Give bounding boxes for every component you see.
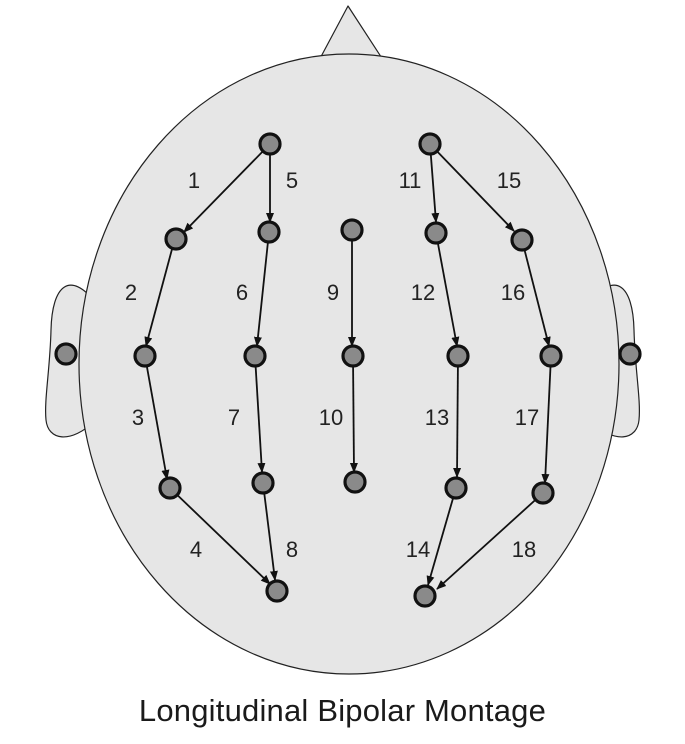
channel-arrow-6 <box>253 231 270 347</box>
channel-label-7: 7 <box>228 405 240 430</box>
electrode <box>258 132 282 156</box>
channel-label-9: 9 <box>327 280 339 305</box>
electrode <box>418 132 442 156</box>
diagram-title: Longitudinal Bipolar Montage <box>138 693 547 728</box>
electrode <box>539 344 563 368</box>
channel-arrow-7 <box>254 355 266 473</box>
channel-arrow-17 <box>541 355 552 484</box>
channel-label-17: 17 <box>515 405 539 430</box>
channel-label-1: 1 <box>188 168 200 193</box>
channel-arrow-15 <box>429 143 515 232</box>
channel-label-8: 8 <box>286 537 298 562</box>
electrode <box>531 481 555 505</box>
electrode <box>424 221 448 245</box>
electrode <box>446 344 470 368</box>
electrode <box>243 344 267 368</box>
electrode <box>340 218 364 242</box>
channel-arrows <box>144 143 552 590</box>
channel-label-18: 18 <box>512 537 536 562</box>
channel-label-3: 3 <box>132 405 144 430</box>
channel-label-15: 15 <box>497 168 521 193</box>
channel-label-6: 6 <box>236 280 248 305</box>
electrode <box>164 227 188 251</box>
channel-arrow-12 <box>435 232 460 347</box>
channel-arrow-13 <box>453 355 462 478</box>
channel-label-10: 10 <box>319 405 343 430</box>
channel-arrow-8 <box>262 482 278 581</box>
channel-arrow-11 <box>429 143 440 223</box>
channel-arrow-18 <box>436 492 544 590</box>
electrode <box>251 471 275 495</box>
channel-label-12: 12 <box>411 280 435 305</box>
channel-arrow-3 <box>144 355 170 480</box>
channel-labels: 1 2 3 4 5 6 7 8 9 10 11 12 13 14 15 16 1… <box>125 168 539 562</box>
channel-arrow-14 <box>426 487 457 586</box>
electrode <box>618 342 642 366</box>
electrodes <box>54 132 642 608</box>
electrode <box>133 344 157 368</box>
electrode <box>158 476 182 500</box>
channel-label-2: 2 <box>125 280 137 305</box>
electrode <box>413 584 437 608</box>
electrode <box>54 342 78 366</box>
electrode <box>257 220 281 244</box>
channel-arrow-1 <box>183 143 271 233</box>
channel-arrow-4 <box>169 487 271 585</box>
channel-label-14: 14 <box>406 537 430 562</box>
channel-label-11: 11 <box>399 168 422 193</box>
channel-label-5: 5 <box>286 168 298 193</box>
channel-label-13: 13 <box>425 405 449 430</box>
electrode <box>510 228 534 252</box>
electrode <box>341 344 365 368</box>
channel-arrow-16 <box>521 239 551 347</box>
electrode <box>444 476 468 500</box>
channel-label-4: 4 <box>190 537 202 562</box>
channel-label-16: 16 <box>501 280 525 305</box>
electrode <box>343 470 367 494</box>
electrode <box>265 579 289 603</box>
channel-arrow-10 <box>349 355 358 473</box>
channel-arrow-2 <box>144 237 176 347</box>
